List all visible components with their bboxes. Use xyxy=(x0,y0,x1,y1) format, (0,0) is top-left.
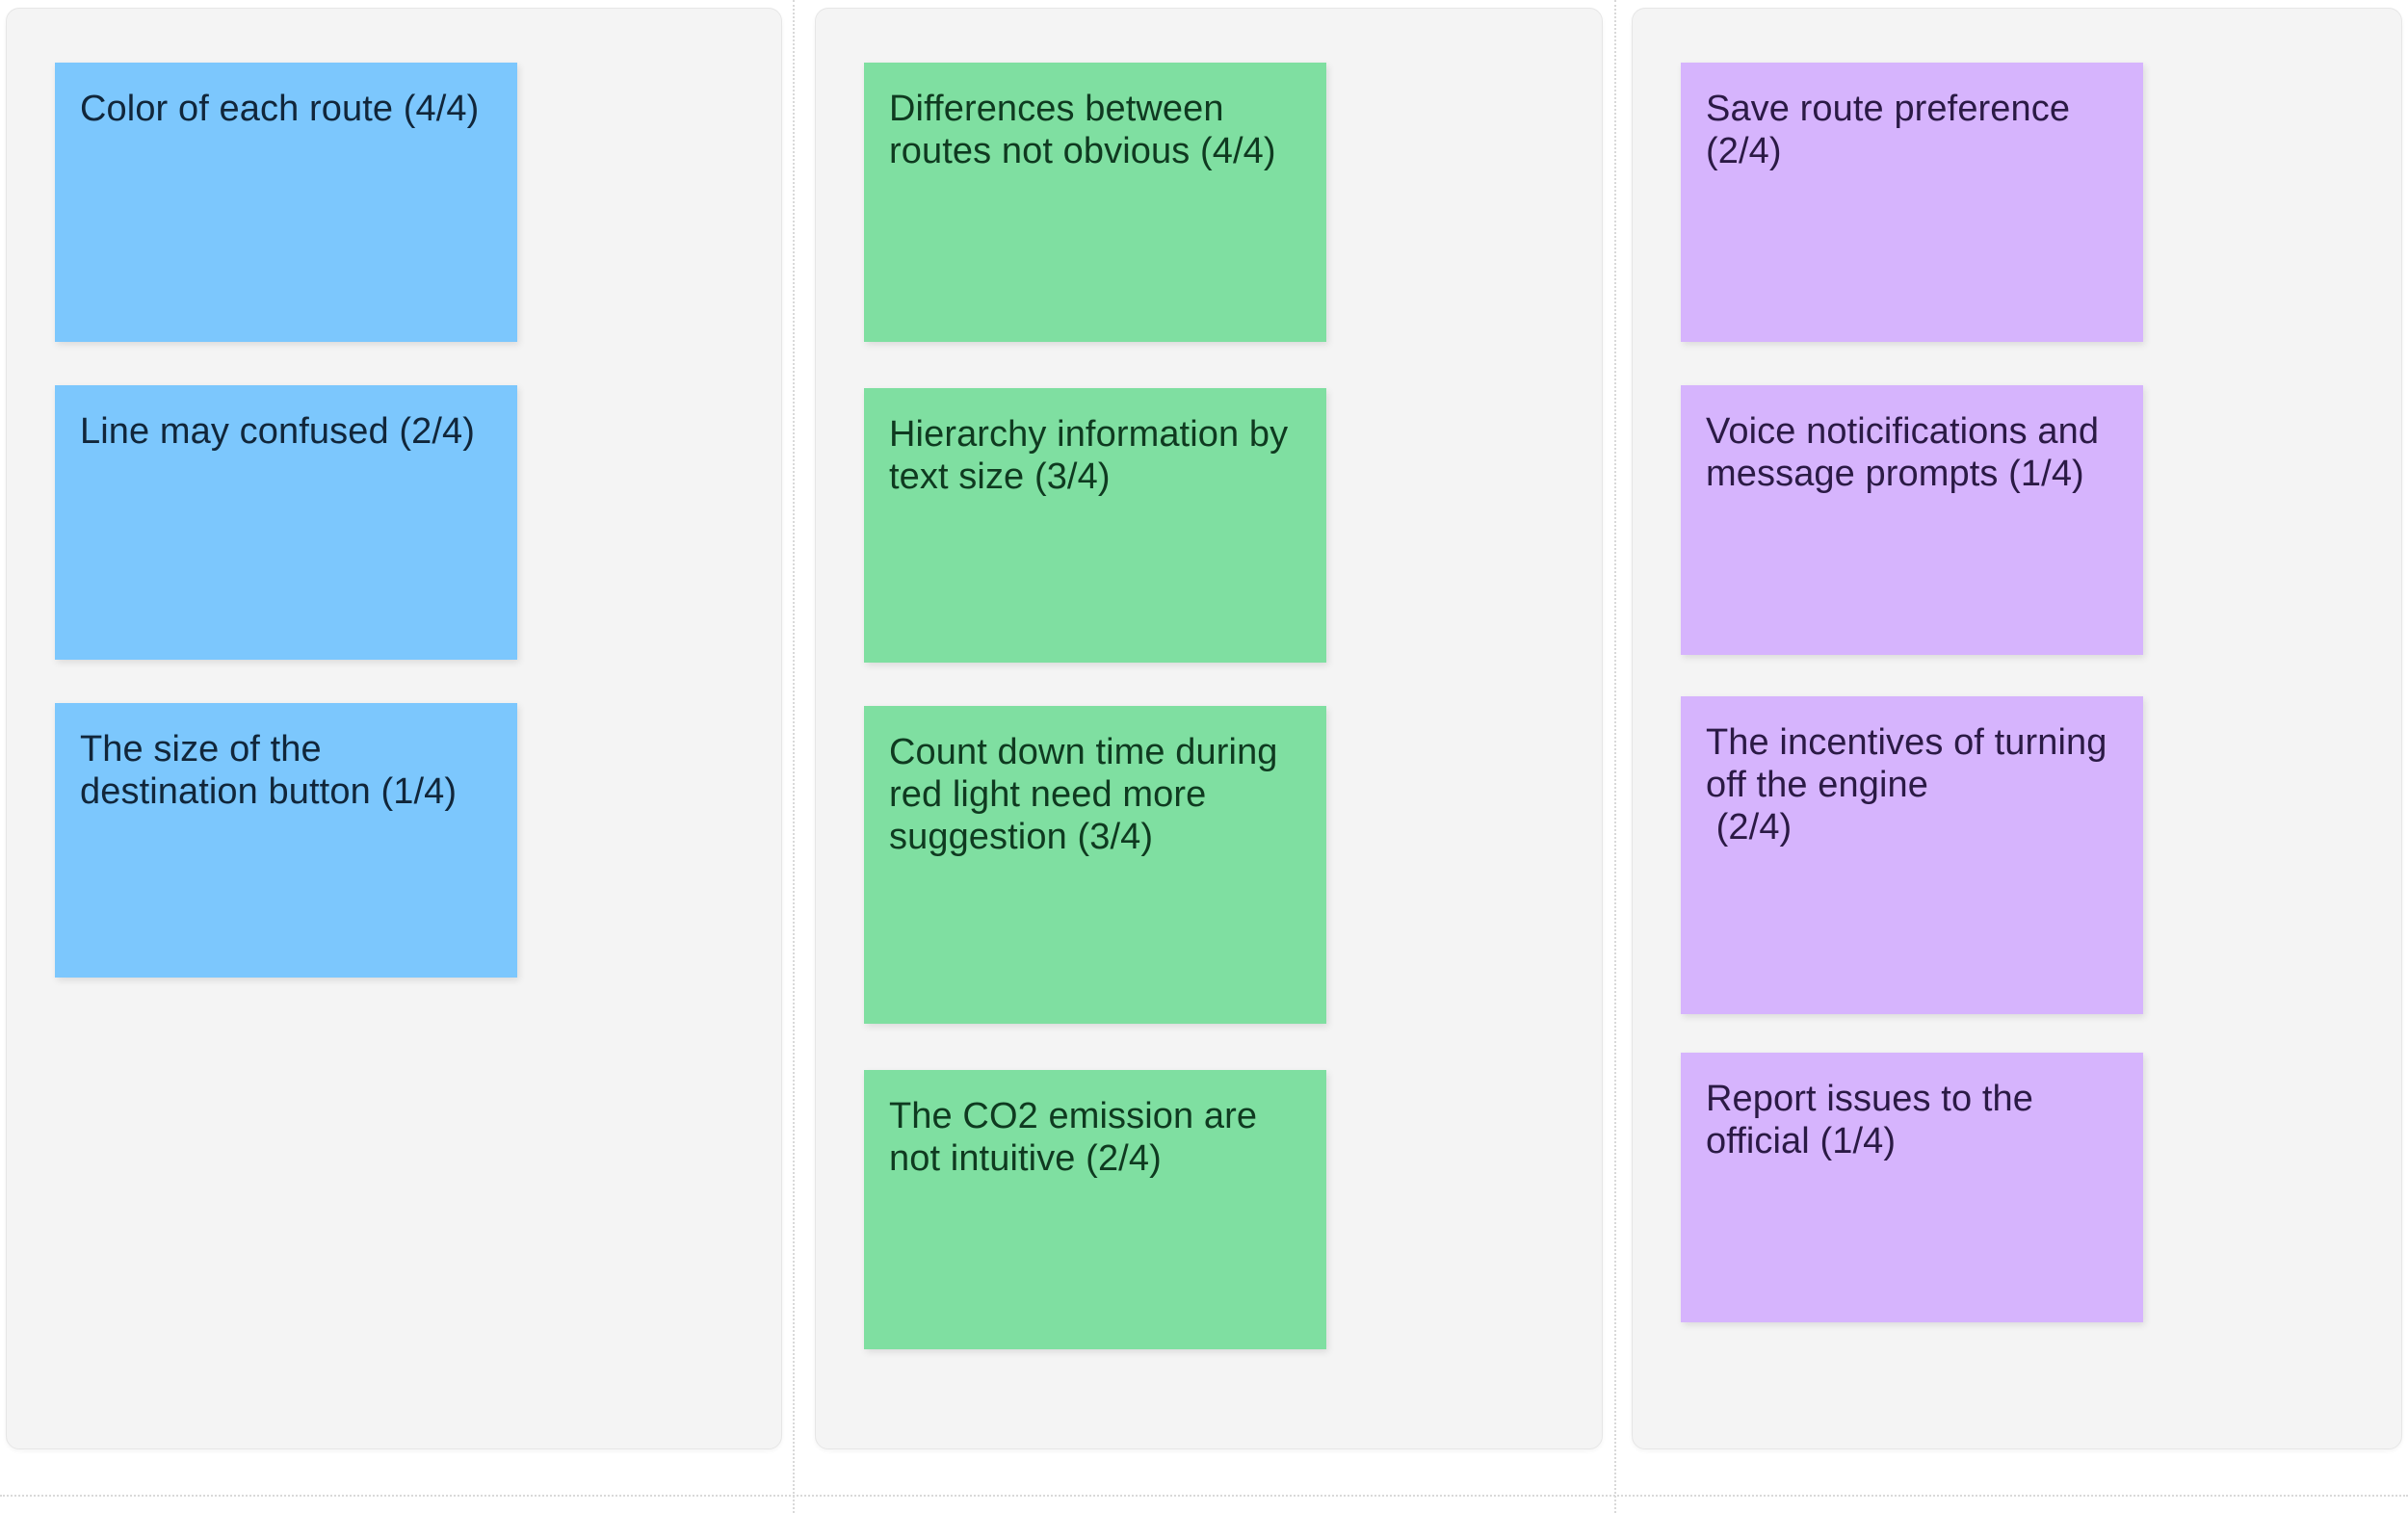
sticky-note[interactable]: Save route preference (2/4) xyxy=(1681,63,2143,342)
sticky-note[interactable]: The incentives of turning off the engine… xyxy=(1681,696,2143,1014)
sticky-note[interactable]: The CO2 emission are not intuitive (2/4) xyxy=(864,1070,1326,1349)
frame-column-purple[interactable]: Save route preference (2/4) Voice notici… xyxy=(1632,8,2402,1449)
sticky-note[interactable]: Differences between routes not obvious (… xyxy=(864,63,1326,342)
frame-column-green[interactable]: Differences between routes not obvious (… xyxy=(815,8,1603,1449)
sticky-note[interactable]: Line may confused (2/4) xyxy=(55,385,517,660)
sticky-note[interactable]: The size of the destination button (1/4) xyxy=(55,703,517,978)
sticky-note[interactable]: Voice noticifications and message prompt… xyxy=(1681,385,2143,655)
note-stack-green: Differences between routes not obvious (… xyxy=(816,63,1602,1349)
sticky-note[interactable]: Hierarchy information by text size (3/4) xyxy=(864,388,1326,663)
note-stack-blue: Color of each route (4/4) Line may confu… xyxy=(7,63,781,978)
sticky-note[interactable]: Count down time during red light need mo… xyxy=(864,706,1326,1024)
frame-column-blue[interactable]: Color of each route (4/4) Line may confu… xyxy=(6,8,782,1449)
note-stack-purple: Save route preference (2/4) Voice notici… xyxy=(1633,63,2401,1322)
sticky-note[interactable]: Color of each route (4/4) xyxy=(55,63,517,342)
sticky-note[interactable]: Report issues to the official (1/4) xyxy=(1681,1053,2143,1322)
